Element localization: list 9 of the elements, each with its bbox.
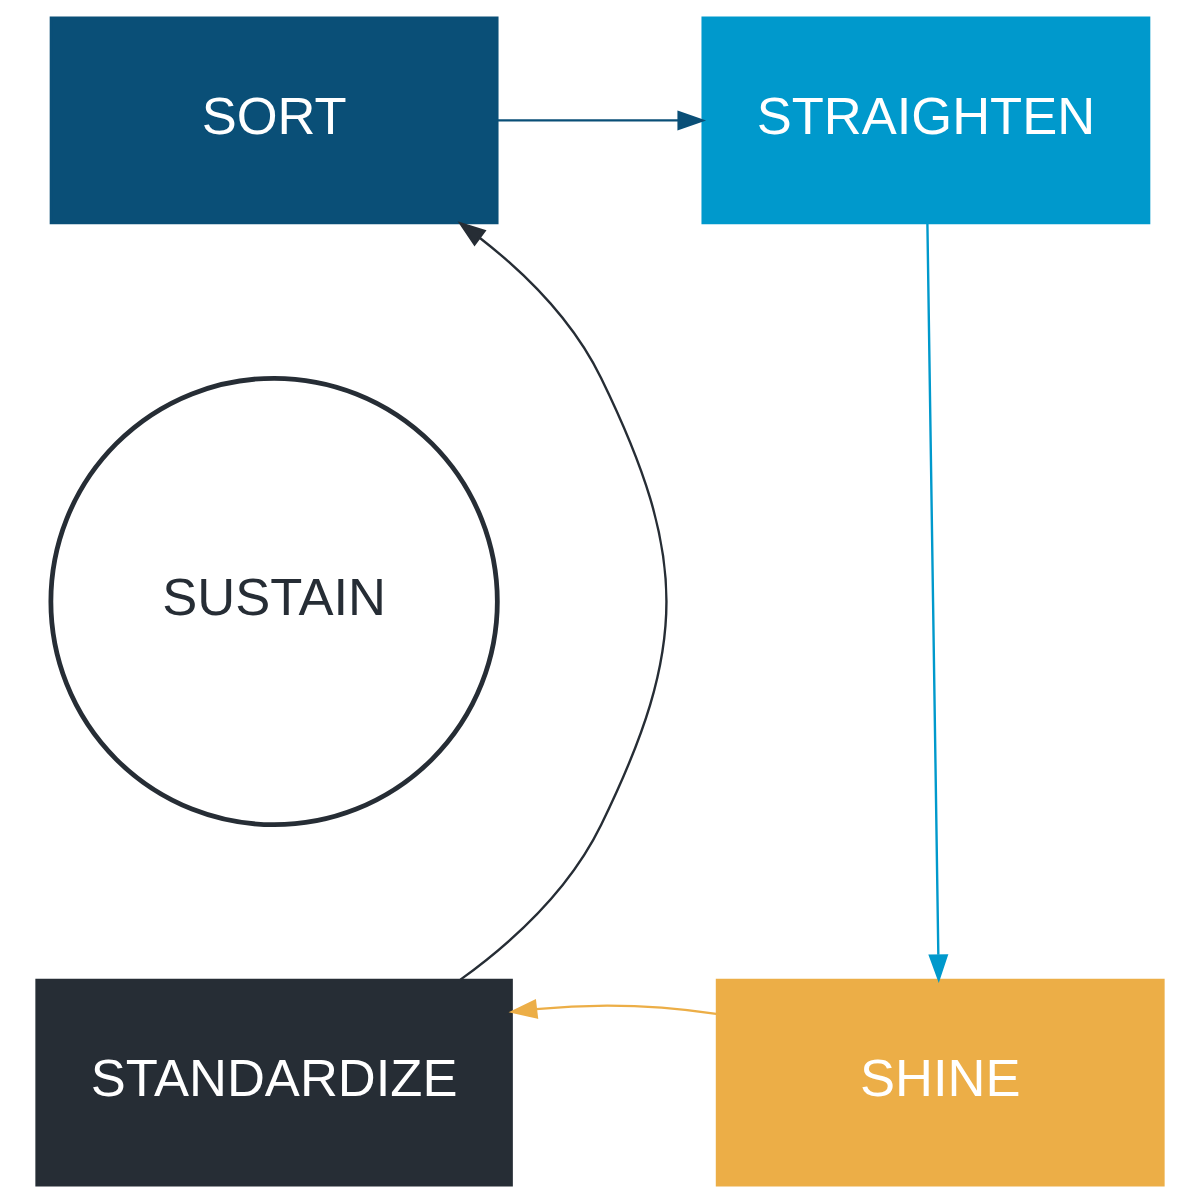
node-box: STRAIGHTEN	[700, 16, 1150, 225]
arrow	[457, 221, 668, 981]
node-box: STANDARDIZE	[34, 978, 513, 1187]
node-box: SORT	[49, 16, 499, 225]
node-box: SHINE	[715, 978, 1165, 1187]
arrow	[497, 110, 706, 131]
arrow	[925, 223, 948, 984]
arrow	[508, 999, 716, 1019]
node-circle: SUSTAIN	[48, 375, 500, 828]
